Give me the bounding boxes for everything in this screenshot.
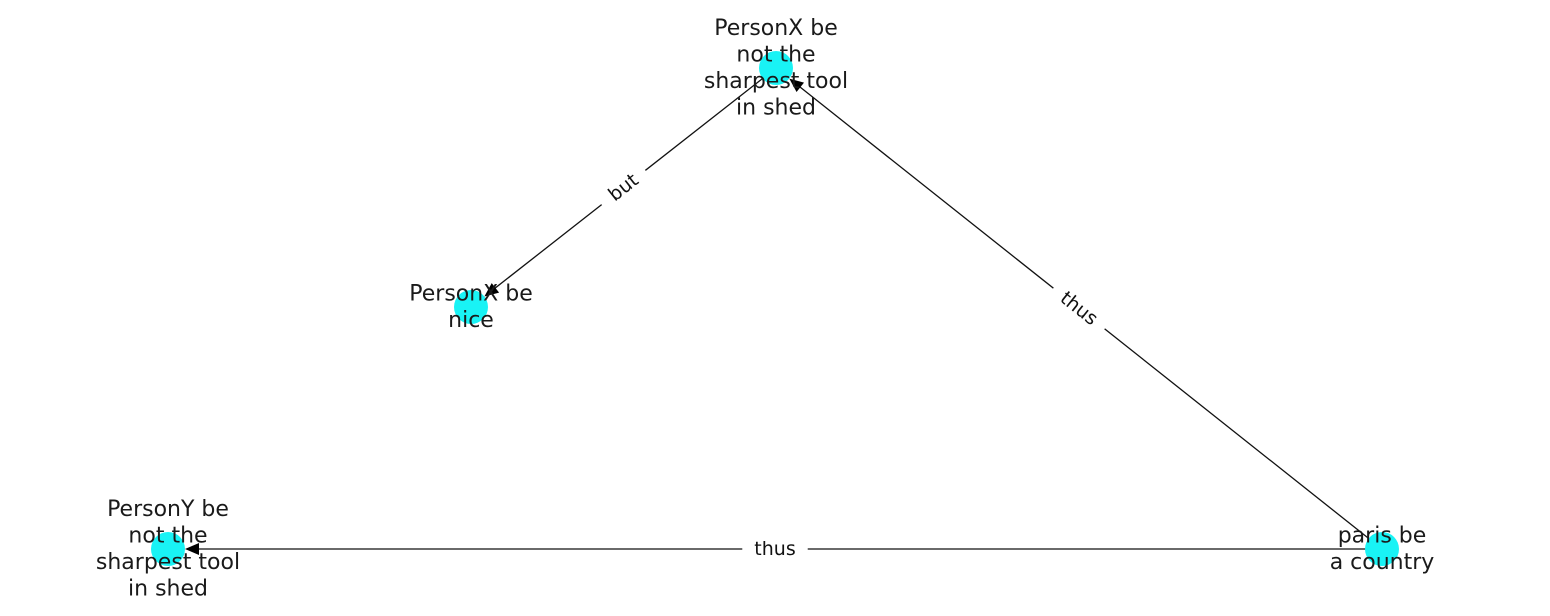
edge-label-background bbox=[592, 159, 655, 216]
node-n_nice bbox=[454, 290, 488, 324]
node-n_top bbox=[759, 51, 793, 85]
node-label-line: sharpest tool bbox=[96, 550, 240, 575]
node-label-line: paris be bbox=[1338, 523, 1427, 548]
edge-label: thus bbox=[754, 538, 795, 560]
arrowhead-icon bbox=[185, 543, 199, 555]
node-label-line: PersonX be bbox=[409, 281, 533, 306]
node-label-line: PersonX be bbox=[714, 16, 838, 41]
edge-label-group: but bbox=[592, 159, 655, 216]
edge-n_paris-to-n_persony: thus bbox=[185, 535, 1382, 563]
node-label-line: a country bbox=[1330, 550, 1435, 575]
edge-label-group: thus bbox=[1044, 277, 1114, 340]
node-n_persony bbox=[151, 532, 185, 566]
edge-label-background bbox=[1044, 277, 1114, 340]
arrowhead-icon bbox=[789, 78, 805, 92]
node-label-line: sharpest tool bbox=[704, 69, 848, 94]
edges-layer: but thus thus bbox=[185, 67, 1383, 563]
node-label-line: not the bbox=[128, 523, 207, 548]
node-label-line: PersonY be bbox=[107, 497, 229, 522]
edge-label-background bbox=[742, 535, 808, 563]
edge-n_paris-to-n_top: thus bbox=[789, 78, 1383, 550]
node-label-line: in shed bbox=[736, 95, 816, 120]
node-label-line: not the bbox=[736, 42, 815, 67]
arrowhead-icon bbox=[484, 283, 500, 297]
node-n_paris bbox=[1365, 532, 1399, 566]
edge-label-group: thus bbox=[742, 535, 808, 563]
node-label-line: nice bbox=[448, 308, 494, 333]
edge-n_top-to-n_nice: but bbox=[484, 67, 777, 297]
nodes-layer bbox=[151, 51, 1399, 566]
node-label-line: in shed bbox=[128, 576, 208, 601]
